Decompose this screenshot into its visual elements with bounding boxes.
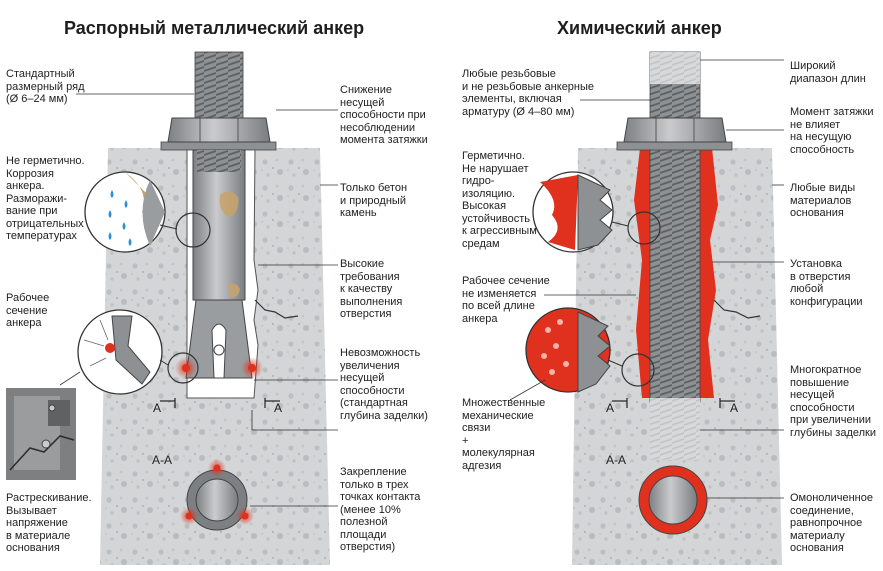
label-high-requirements: Высокие требования к качеству выполнения… — [340, 258, 403, 320]
leader-lines — [59, 59, 784, 507]
expansion-anchor-illustration — [6, 51, 330, 565]
label-multiple-bonds: Множественные механические связи + молек… — [462, 397, 546, 472]
label-torque-no-effect: Момент затяжки не влияет на несущую спос… — [790, 106, 874, 156]
left-section-label: А-А — [152, 453, 173, 467]
label-three-points: Закрепление только в трех точках контакт… — [340, 466, 421, 553]
right-section-mark-a: А — [606, 401, 615, 415]
label-monolithic: Омоноличенное соединение, равнопрочное м… — [790, 492, 873, 554]
label-sealed: Герметично. Не нарушает гидро- изоляцию.… — [462, 150, 537, 250]
left-section-mark-a: А — [153, 401, 162, 415]
left-title: Распорный металлический анкер — [64, 18, 365, 38]
right-section-mark-a-right: А — [730, 401, 739, 415]
label-only-concrete: Только бетон и природный камень — [340, 182, 408, 219]
chemical-anchor-illustration — [525, 51, 782, 565]
label-cracking: Растрескивание. Вызывает напряжение в ма… — [6, 492, 92, 554]
label-multiple-increase: Многократное повышение несущей способнос… — [790, 364, 877, 439]
label-any-hole: Установка в отверстия любой конфигурации — [790, 258, 863, 308]
label-working-section: Рабочее сечение анкера — [6, 292, 50, 329]
label-standard-range: Стандартный размерный ряд (Ø 6–24 мм) — [6, 68, 85, 105]
right-section-label: А-А — [606, 453, 627, 467]
label-reduced-capacity: Снижение несущей способности при несоблю… — [340, 84, 428, 146]
label-no-increase: Невозможность увеличения несущей способн… — [340, 347, 428, 422]
label-any-threaded: Любые резьбовые и не резьбовые анкерные … — [462, 68, 595, 118]
label-wide-range: Широкий диапазон длин — [790, 60, 866, 85]
label-any-base: Любые виды материалов основания — [790, 182, 856, 219]
label-not-sealed: Не герметично. Коррозия анкера. Размораж… — [6, 155, 85, 242]
right-title: Химический анкер — [557, 18, 722, 38]
left-section-mark-a-right: А — [274, 401, 283, 415]
label-working-section-same: Рабочее сечение не изменяется по всей дл… — [462, 275, 550, 325]
